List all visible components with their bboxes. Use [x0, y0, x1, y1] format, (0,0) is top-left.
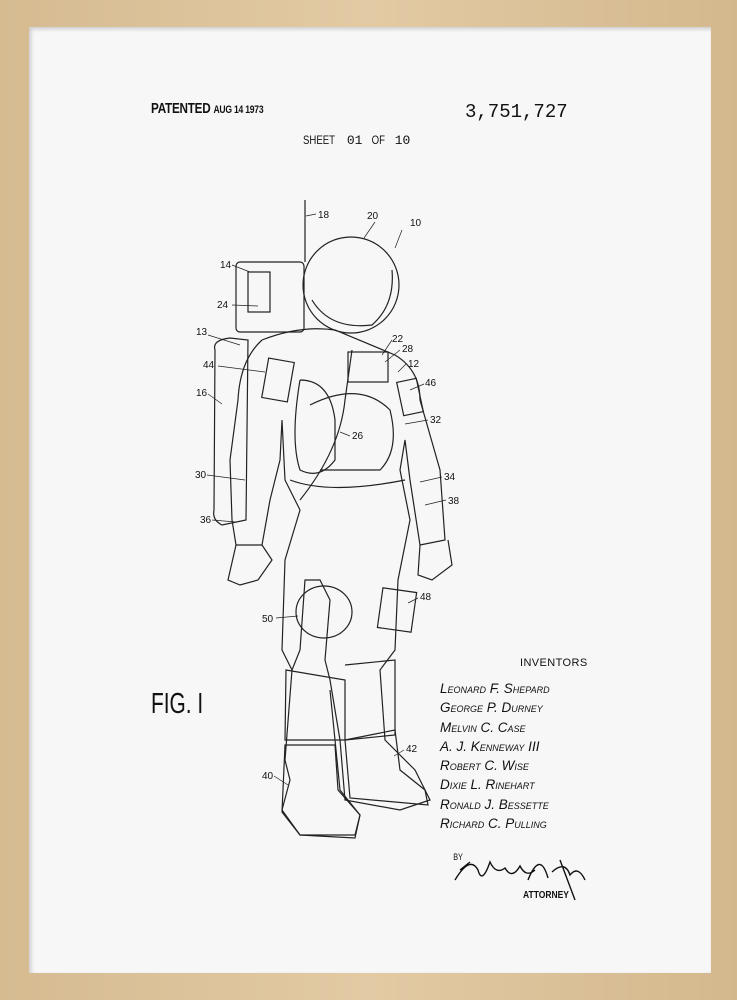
callout-42: 42 [406, 744, 418, 755]
callout-28: 28 [402, 344, 414, 355]
callout-38: 38 [448, 496, 460, 507]
callout-46: 46 [425, 378, 437, 389]
by-label: BY [453, 852, 463, 862]
inventor-name: Robert C. Wise [440, 758, 529, 774]
inventor-name: A. J. Kenneway III [440, 738, 540, 754]
callout-12: 12 [408, 359, 420, 370]
callout-50: 50 [262, 614, 274, 625]
poster-paper [29, 27, 711, 973]
inventor-name: Melvin C. Case [440, 719, 526, 735]
callout-48: 48 [420, 592, 432, 603]
inventors-heading: INVENTORS [520, 657, 588, 669]
callout-34: 34 [444, 472, 456, 483]
callout-24: 24 [217, 300, 229, 311]
patent-number: 3,751,727 [465, 101, 568, 123]
callout-16: 16 [196, 388, 208, 399]
callout-13: 13 [196, 327, 208, 338]
callout-22: 22 [392, 334, 404, 345]
astronaut-spacesuit-icon [213, 200, 453, 839]
callout-10: 10 [410, 218, 422, 229]
patented-date: PATENTED AUG 14 1973 [151, 100, 264, 117]
inventors-list: Leonard F. Shepard George P. Durney Melv… [440, 679, 550, 833]
callout-20: 20 [367, 211, 379, 222]
attorney-signature-icon [454, 859, 586, 901]
inventor-name: George P. Durney [440, 700, 543, 716]
inventor-name: Ronald J. Bessette [440, 796, 549, 812]
callout-36: 36 [200, 515, 212, 526]
inventor-name: Leonard F. Shepard [440, 681, 550, 696]
figure-label: FIG. I [151, 688, 204, 720]
inventor-name: Dixie L. Rinehart [440, 777, 535, 793]
inventor-name: Richard C. Pulling [440, 816, 547, 832]
callout-18: 18 [318, 210, 330, 221]
callout-30: 30 [195, 470, 207, 481]
sheet-number: SHEET 01 OF 10 [303, 133, 411, 148]
callout-44: 44 [203, 360, 215, 371]
callout-40: 40 [262, 771, 274, 782]
callout-26: 26 [352, 431, 364, 442]
attorney-label: ATTORNEY [523, 890, 569, 901]
callout-32: 32 [430, 415, 442, 426]
callout-14: 14 [220, 260, 232, 271]
